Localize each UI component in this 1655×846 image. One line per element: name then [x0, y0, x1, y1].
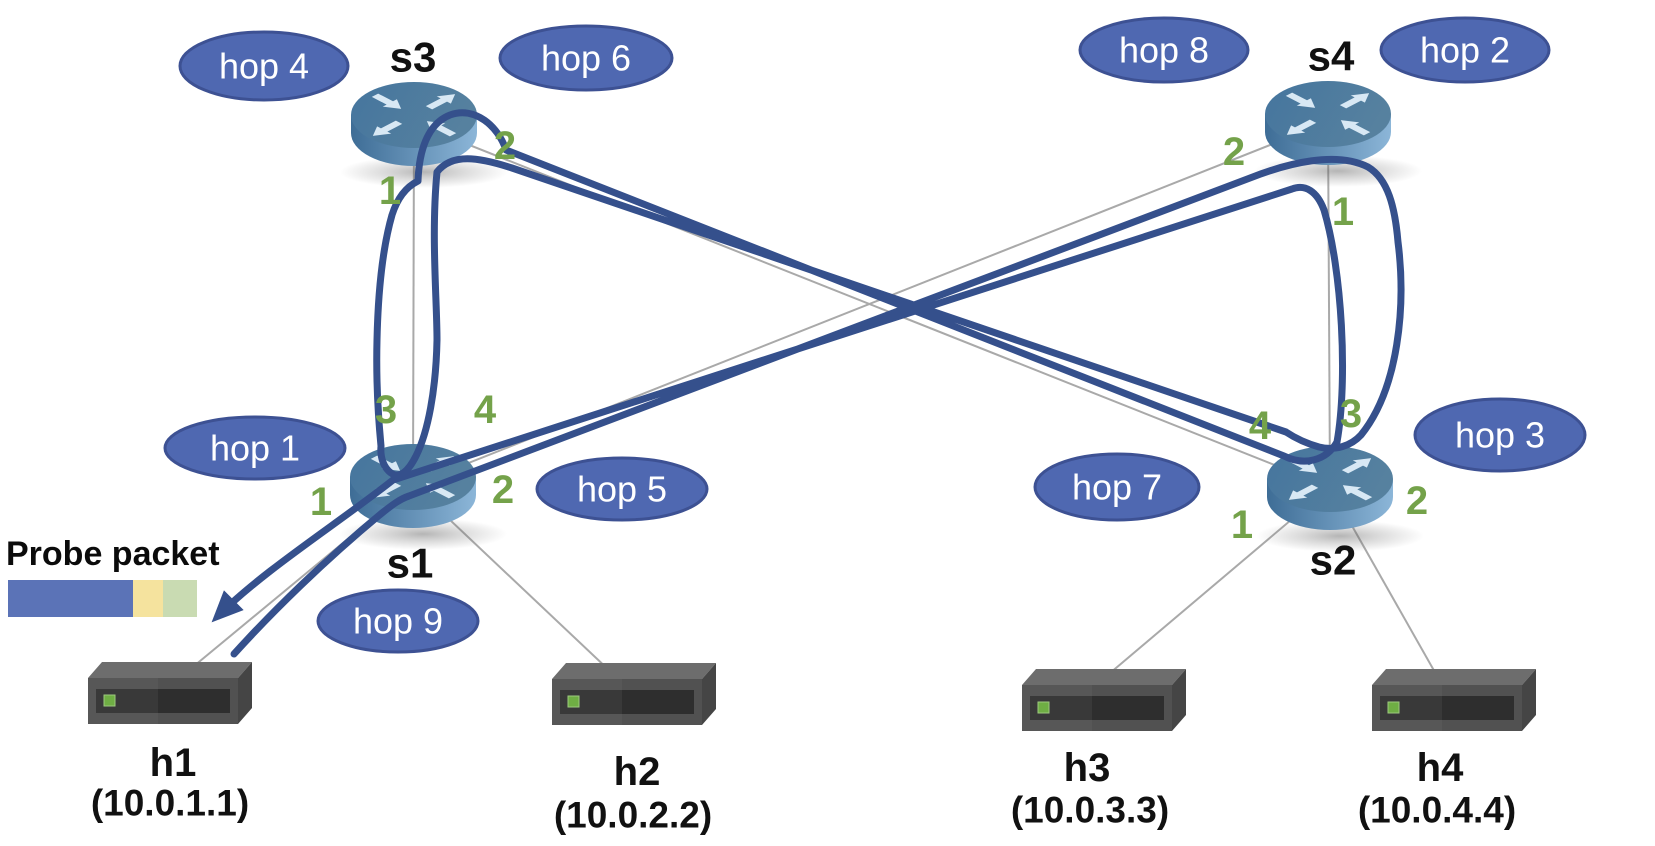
- port-s1-1: 1: [310, 480, 332, 524]
- hop-6: hop 6: [498, 24, 674, 92]
- port-s2-3: 3: [1340, 392, 1362, 436]
- label-h4: h4: [1417, 746, 1464, 790]
- switch-icon-s3: [340, 82, 508, 188]
- label-h2: h2: [614, 750, 661, 794]
- port-s2-2: 2: [1406, 479, 1428, 523]
- port-s4-1: 1: [1332, 190, 1354, 234]
- hop-7: hop 7: [1033, 452, 1201, 522]
- switch-icon-s1: [339, 444, 507, 550]
- hop-4: hop 4: [178, 30, 350, 102]
- hop-9-label: hop 9: [353, 601, 443, 642]
- hop-4-label: hop 4: [219, 46, 309, 87]
- host-icon-h3: [1021, 668, 1187, 732]
- hop-6-label: hop 6: [541, 38, 631, 79]
- host-icon-h1: [87, 661, 253, 725]
- port-s3-1: 1: [379, 169, 401, 213]
- port-s1-2: 2: [492, 468, 514, 512]
- hop-5-label: hop 5: [577, 469, 667, 510]
- hop-3-label: hop 3: [1455, 415, 1545, 456]
- host-icon-h2: [551, 662, 717, 726]
- hop-8-label: hop 8: [1119, 30, 1209, 71]
- label-s1: s1: [387, 540, 434, 587]
- hop-2-label: hop 2: [1420, 30, 1510, 71]
- probe-packet-bar: [8, 580, 197, 617]
- host-icon-h4: [1371, 668, 1537, 732]
- hop-1: hop 1: [163, 415, 347, 481]
- hop-5: hop 5: [535, 456, 709, 522]
- ip-h1: (10.0.1.1): [91, 783, 249, 824]
- probe-segment-blue: [8, 580, 133, 617]
- probe-segment-green: [163, 580, 197, 617]
- hop-9: hop 9: [316, 588, 480, 654]
- label-h1: h1: [150, 741, 197, 785]
- port-s3-2: 2: [494, 124, 516, 168]
- hops: hop 1 hop 2 hop 3 hop 4 hop 5 hop 6 hop …: [163, 16, 1587, 654]
- ip-h3: (10.0.3.3): [1011, 790, 1169, 831]
- port-labels: 2 1 2 1 3 4 1 2 4 3 1 2: [310, 124, 1428, 547]
- port-s2-4: 4: [1249, 404, 1272, 448]
- hop-8: hop 8: [1078, 16, 1250, 84]
- hop-3: hop 3: [1413, 397, 1587, 473]
- port-s2-1: 1: [1231, 503, 1253, 547]
- ip-h4: (10.0.4.4): [1358, 790, 1516, 831]
- label-h3: h3: [1064, 746, 1111, 790]
- port-s1-4: 4: [474, 388, 497, 432]
- probe-segment-yellow: [133, 580, 163, 617]
- ip-h2: (10.0.2.2): [554, 795, 712, 836]
- label-s2: s2: [1310, 537, 1357, 584]
- probe-packet-label: Probe packet: [6, 535, 220, 573]
- hop-7-label: hop 7: [1072, 467, 1162, 508]
- probe-path: [211, 109, 1405, 658]
- hop-1-label: hop 1: [210, 428, 300, 469]
- label-s4: s4: [1308, 33, 1355, 80]
- label-s3: s3: [390, 34, 437, 81]
- port-s1-3: 3: [375, 388, 397, 432]
- port-s4-2: 2: [1223, 130, 1245, 174]
- hop-2: hop 2: [1379, 16, 1551, 84]
